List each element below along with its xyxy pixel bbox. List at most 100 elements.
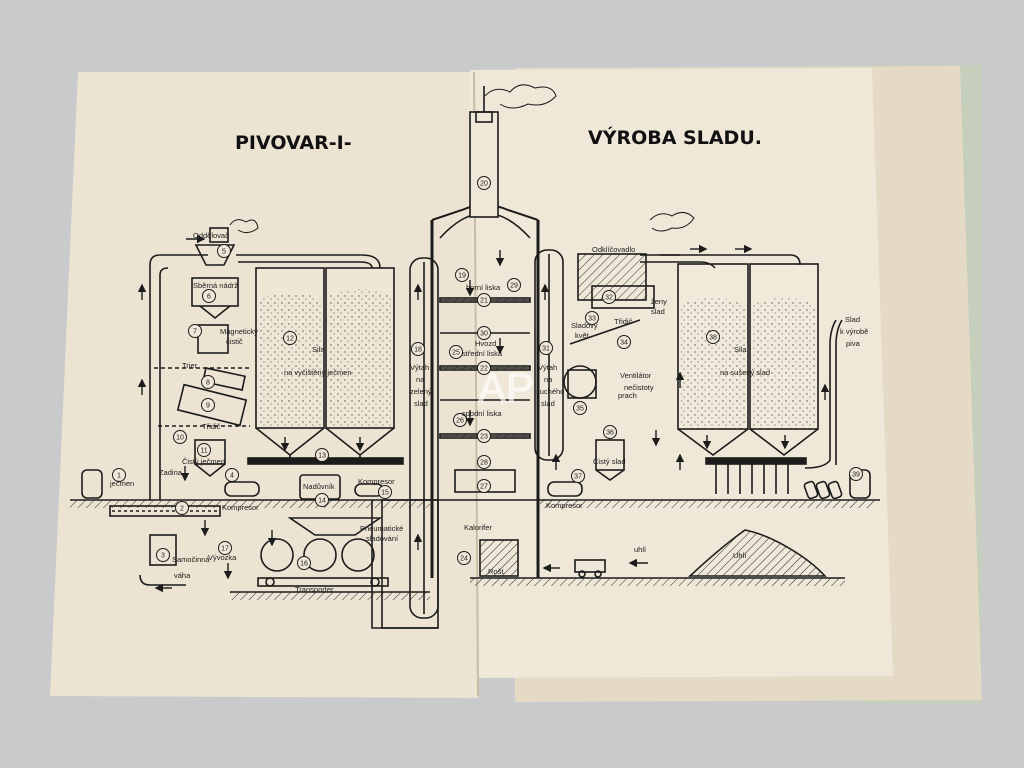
label-piva: piva	[846, 339, 861, 348]
label-sberna-nadrz: Sběrná nádrž	[193, 281, 238, 290]
number-marker-27: 27	[477, 479, 491, 493]
number-marker-text: 37	[574, 474, 582, 481]
number-marker-text: 2	[180, 506, 184, 513]
label-sucheho: suchého	[536, 387, 564, 396]
number-marker-text: 38	[709, 335, 717, 342]
number-marker-text: 36	[606, 430, 614, 437]
number-marker-text: 18	[414, 347, 422, 354]
number-marker-text: 11	[200, 448, 207, 455]
number-marker-text: 26	[456, 418, 464, 425]
watermark: AP	[478, 364, 534, 411]
number-marker-30: 30	[477, 326, 491, 340]
number-marker-25: 25	[449, 345, 463, 359]
number-marker-text: 17	[221, 546, 229, 553]
label-spodni-liska: spodní liska	[462, 409, 502, 418]
number-marker-31: 31	[539, 341, 553, 355]
label-voda: Voda	[250, 457, 268, 466]
number-marker-text: 20	[480, 181, 488, 188]
label-kompresor-right: Kompresor	[546, 501, 583, 510]
label-samecinna: Samočinná	[172, 555, 210, 564]
number-marker-text: 34	[620, 340, 628, 347]
label-tridic-left: Třidič	[202, 422, 221, 431]
label-sila-left-sub: na vyčištěný ječmen	[284, 368, 352, 377]
label-na-left: na	[416, 375, 425, 384]
label-vaha: váha	[174, 571, 191, 580]
number-marker-text: 32	[605, 295, 613, 302]
number-marker-24: 24	[457, 551, 471, 565]
number-marker-text: 19	[458, 273, 466, 280]
label-sila-left: Sila	[312, 345, 325, 354]
number-marker-4: 4	[225, 468, 239, 482]
number-marker-text: 16	[300, 561, 308, 568]
label-zeleny: zelený	[410, 387, 432, 396]
label-magneticky: Magnetický	[220, 327, 258, 336]
number-marker-text: 31	[542, 346, 550, 353]
label-vyvezka: Vývozka	[208, 553, 237, 562]
elevator-left	[409, 257, 439, 619]
number-marker-17: 17	[218, 541, 232, 555]
number-marker-18: 18	[411, 342, 425, 356]
label-trier: Trier	[182, 361, 198, 370]
number-marker-20: 20	[477, 176, 491, 190]
number-marker-19: 19	[455, 268, 469, 282]
number-marker-7: 7	[188, 324, 202, 338]
label-sila-right-sub: na sušený slad	[720, 368, 770, 377]
number-marker-14: 14	[315, 493, 329, 507]
number-marker-36: 36	[603, 425, 617, 439]
number-marker-23: 23	[477, 429, 491, 443]
label-sladovani: sladování	[366, 534, 399, 543]
number-marker-text: 28	[480, 460, 488, 467]
label-jecmen: ječmen	[109, 479, 134, 488]
number-marker-29: 29	[507, 278, 521, 292]
label-tridic-right: Třidič	[614, 317, 633, 326]
number-marker-text: 5	[222, 249, 226, 256]
number-marker-34: 34	[617, 335, 631, 349]
number-marker-text: 3	[161, 553, 165, 560]
label-uhli-pile: Uhlí	[733, 551, 747, 560]
label-nadovnik: Nadůvník	[303, 482, 335, 491]
label-zeny: ženy	[651, 297, 667, 306]
label-sladovy: Sladový	[571, 321, 598, 330]
label-stredni-liska: střední liska	[462, 349, 503, 358]
label-k-vyrobe: k výrobě	[840, 327, 868, 336]
number-marker-text: 15	[381, 490, 389, 497]
number-marker-39: 39	[849, 467, 863, 481]
label-transporter: Transporter	[295, 585, 334, 594]
label-necistoty: nečistoty	[624, 383, 654, 392]
label-cistic: čistič	[226, 337, 243, 346]
number-marker-text: 13	[318, 453, 326, 460]
number-marker-text: 33	[588, 316, 596, 323]
number-marker-text: 23	[480, 434, 488, 441]
number-marker-35: 35	[573, 401, 587, 415]
number-marker-11: 11	[197, 443, 211, 457]
process-number-markers: 1234567891011121314151617181920212223242…	[112, 176, 863, 570]
label-uhli-arrow: uhlí	[634, 545, 647, 554]
number-marker-text: 7	[193, 329, 197, 336]
number-marker-text: 1	[117, 473, 121, 480]
number-marker-text: 35	[576, 406, 584, 413]
label-kvet: květ	[575, 331, 590, 340]
number-marker-text: 29	[510, 283, 518, 290]
number-marker-text: 9	[206, 403, 210, 410]
number-marker-21: 21	[477, 293, 491, 307]
elevator-right	[534, 249, 564, 461]
title-left: PIVOVAR-I-	[235, 132, 352, 154]
number-marker-1: 1	[112, 468, 126, 482]
number-marker-16: 16	[297, 556, 311, 570]
label-hvozd: Hvozd	[475, 339, 496, 348]
label-cisty-slad: Čistý slad	[593, 457, 626, 466]
number-marker-13: 13	[315, 448, 329, 462]
number-marker-text: 24	[460, 556, 468, 563]
label-slad-small: slad	[651, 307, 665, 316]
number-marker-text: 4	[230, 473, 234, 480]
number-marker-6: 6	[202, 289, 216, 303]
number-marker-5: 5	[217, 244, 231, 258]
label-sila-right: Sila	[734, 345, 747, 354]
label-prach: prach	[618, 391, 637, 400]
label-pneumaticke: Pneumatické	[360, 524, 403, 533]
number-marker-37: 37	[571, 469, 585, 483]
number-marker-8: 8	[201, 375, 215, 389]
number-marker-12: 12	[283, 331, 297, 345]
label-zadina: Zadina	[159, 468, 183, 477]
